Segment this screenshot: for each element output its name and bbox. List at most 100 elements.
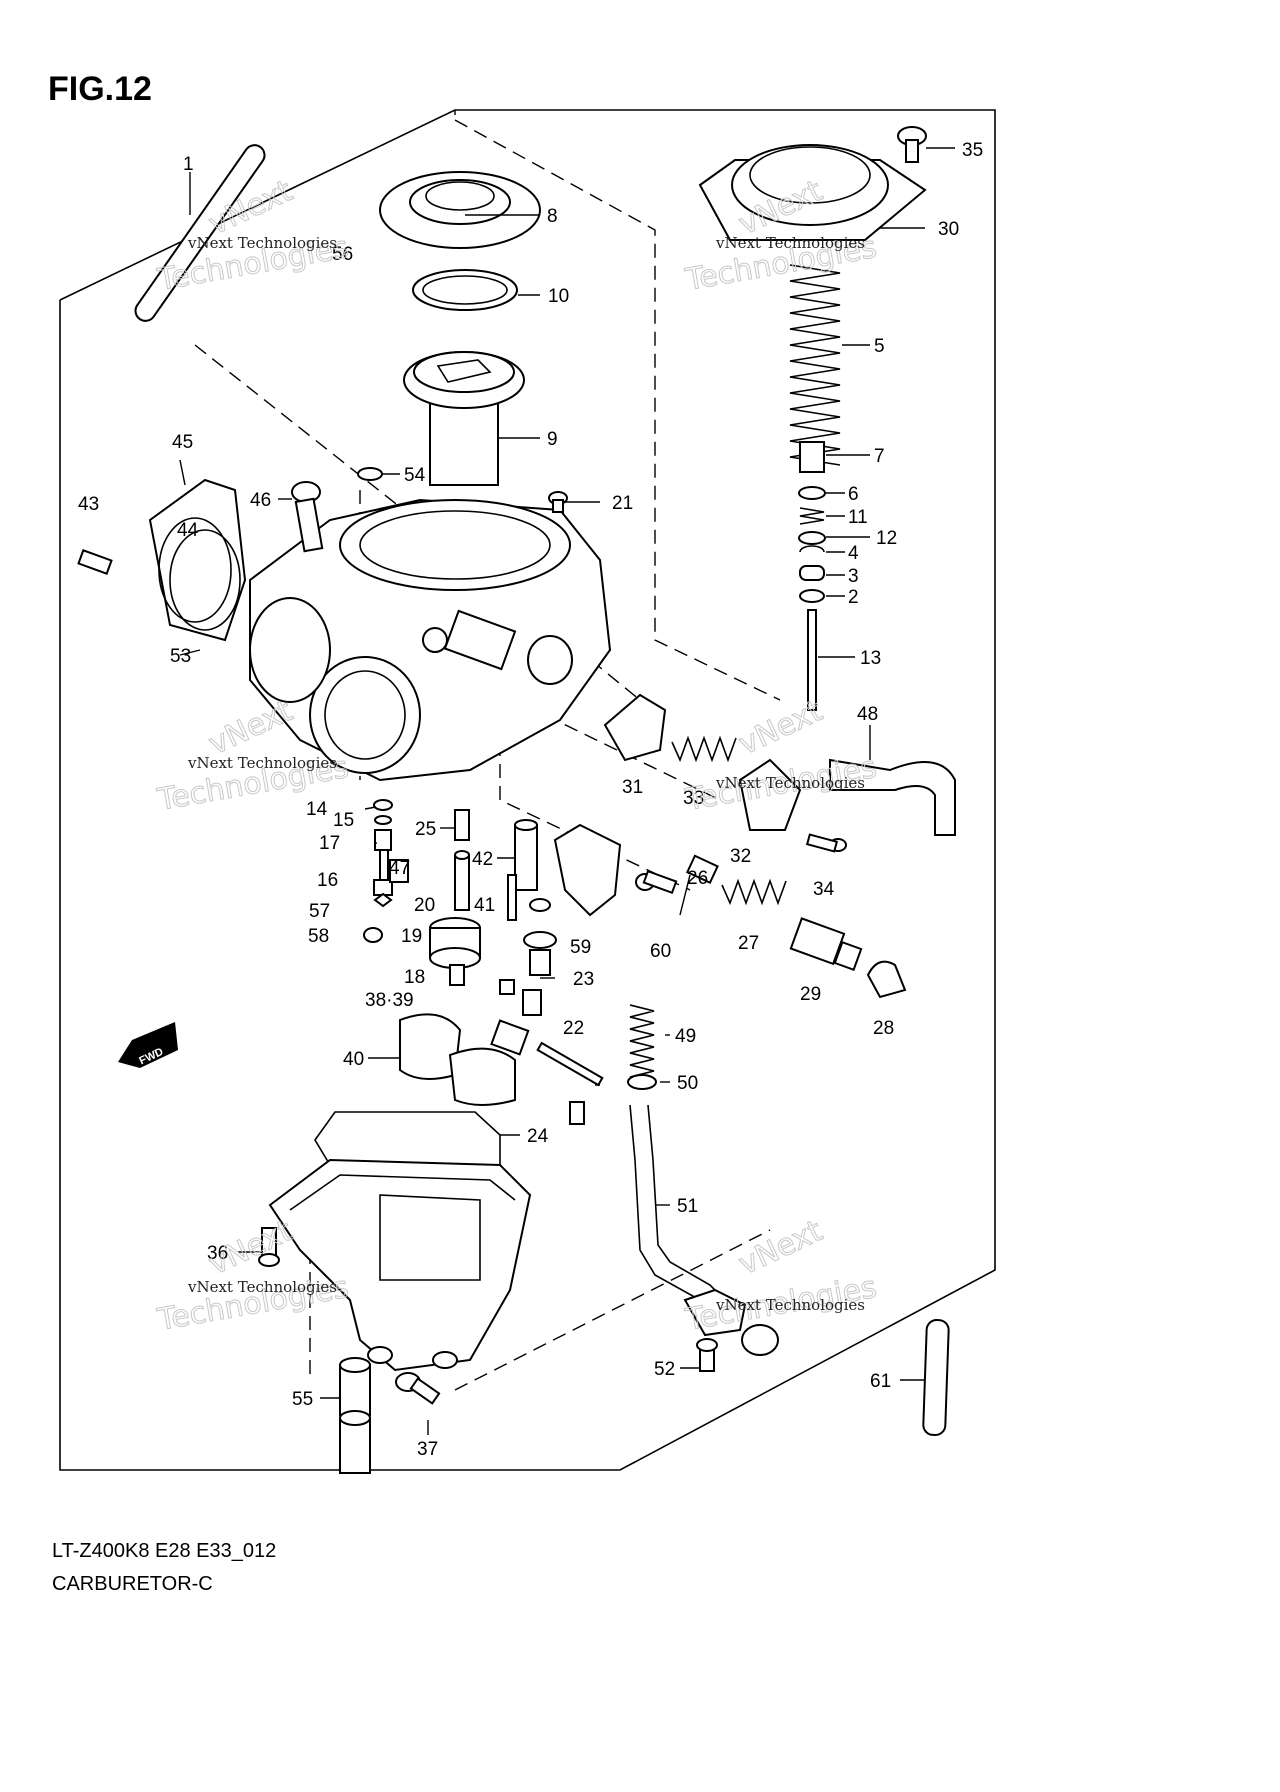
part-48-hose (829, 758, 956, 836)
callout-34: 34 (813, 879, 835, 900)
part-56-rod (134, 144, 266, 322)
part-59-throttle-assembly (553, 823, 622, 917)
figure-title: FIG.12 (48, 70, 152, 108)
callout-60: 60 (650, 941, 671, 962)
part-61-strap (922, 1318, 950, 1437)
callout-28: 28 (873, 1018, 894, 1039)
needle-stack (798, 441, 826, 711)
part-52-bracket (683, 1288, 779, 1372)
callout-61: 61 (870, 1371, 891, 1392)
model-code: LT-Z400K8 E28 E33_012 (52, 1540, 276, 1562)
callout-15: 15 (333, 810, 354, 831)
part-55-hose (339, 1357, 371, 1474)
part-22-screw (569, 1101, 585, 1125)
part-51-tube (629, 1104, 721, 1321)
small-parts-left (363, 799, 393, 943)
callout-55: 55 (292, 1389, 313, 1410)
svg-text:vNext: vNext (734, 1213, 828, 1282)
part-29-fitting (789, 917, 863, 972)
svg-text:vNext: vNext (204, 1213, 298, 1282)
callout-53: 53 (170, 646, 191, 667)
callout-2: 2 (848, 587, 859, 608)
callout-41: 41 (474, 895, 495, 916)
svg-text:vNext: vNext (734, 693, 828, 762)
callout-46: 46 (250, 490, 271, 511)
part-21-screw (548, 491, 568, 513)
callout-4: 4 (848, 543, 859, 564)
callout-31: 31 (622, 777, 643, 798)
callout-54: 54 (404, 465, 426, 486)
callout-18: 18 (404, 967, 425, 988)
callout-16: 16 (317, 870, 338, 891)
part-9-slide (403, 351, 525, 486)
part-45-gasket (148, 478, 247, 642)
callout-14: 14 (306, 799, 328, 820)
part-40-float (399, 1013, 530, 1106)
part-28-cap (866, 960, 907, 999)
callout-50: 50 (677, 1073, 698, 1094)
part-38-39-screw (499, 979, 515, 995)
part-32-choke-housing (738, 758, 802, 831)
callout-10: 10 (548, 286, 569, 307)
callout-58: 58 (308, 926, 329, 947)
watermark-mid-right: Technologies vNext vNext Technologies (682, 693, 880, 819)
callout-11: 11 (848, 507, 868, 528)
callout-43: 43 (78, 494, 99, 515)
part-27-spring (721, 878, 787, 906)
svg-text:vNext Technologies: vNext Technologies (187, 234, 337, 252)
callout-6: 6 (848, 484, 859, 505)
callout-37: 37 (417, 1439, 438, 1460)
svg-text:vNext Technologies: vNext Technologies (187, 1278, 337, 1296)
svg-text:vNext Technologies: vNext Technologies (187, 754, 337, 772)
diagram-caption: CARBURETOR-C (52, 1573, 213, 1595)
part-30-top-cover (698, 144, 927, 241)
watermark-bottom-right: Technologies vNext vNext Technologies (682, 1213, 880, 1339)
part-35-screw (897, 126, 927, 163)
callout-57: 57 (309, 901, 330, 922)
callout-7: 7 (874, 446, 885, 467)
callout-26: 26 (687, 868, 708, 889)
callout-13: 13 (860, 648, 881, 669)
callout-19: 19 (401, 926, 422, 947)
callout-45: 45 (172, 432, 193, 453)
callout-29: 29 (800, 984, 821, 1005)
callout-8: 8 (547, 206, 558, 227)
callout-27: 27 (738, 933, 759, 954)
float-bowl (268, 1158, 532, 1372)
callout-59: 59 (570, 937, 591, 958)
callout-35: 35 (962, 140, 983, 161)
watermark-top-left: Technologies vNext vNext Technologies (154, 173, 352, 299)
callout-9: 9 (547, 429, 558, 450)
callout-32: 32 (730, 846, 751, 867)
part-50-washer (627, 1074, 657, 1090)
callout-5: 5 (874, 336, 885, 357)
callout-labels: 1 56 8 10 9 35 30 5 7 6 11 12 4 3 2 13 4… (78, 140, 983, 1460)
callout-20: 20 (414, 895, 435, 916)
leader-lines (179, 147, 955, 1435)
part-33-spring (671, 735, 737, 763)
part-46-nut (291, 481, 321, 503)
callout-12: 12 (876, 528, 897, 549)
part-22-pin (536, 1041, 604, 1087)
callout-47: 47 (389, 858, 410, 879)
svg-text:vNext Technologies: vNext Technologies (715, 1296, 865, 1314)
callout-42: 42 (472, 849, 493, 870)
part-54-washer (357, 467, 383, 481)
svg-text:vNext: vNext (204, 693, 298, 762)
part-8-diaphragm (379, 171, 541, 249)
forward-direction-badge: FWD (118, 1022, 178, 1068)
svg-text:vNext: vNext (204, 173, 298, 242)
callout-22: 22 (563, 1018, 584, 1039)
part-5-spring (789, 264, 841, 466)
part-31-plate (603, 693, 667, 762)
callout-1: 1 (183, 154, 194, 175)
jet-parts (389, 809, 538, 986)
part-23-needle-valve (522, 898, 557, 1016)
callout-33: 33 (683, 788, 704, 809)
part-10-ring (412, 269, 518, 311)
callout-21: 21 (612, 493, 633, 514)
part-36-screw (258, 1227, 280, 1267)
callout-51: 51 (677, 1196, 698, 1217)
callout-17: 17 (319, 833, 340, 854)
